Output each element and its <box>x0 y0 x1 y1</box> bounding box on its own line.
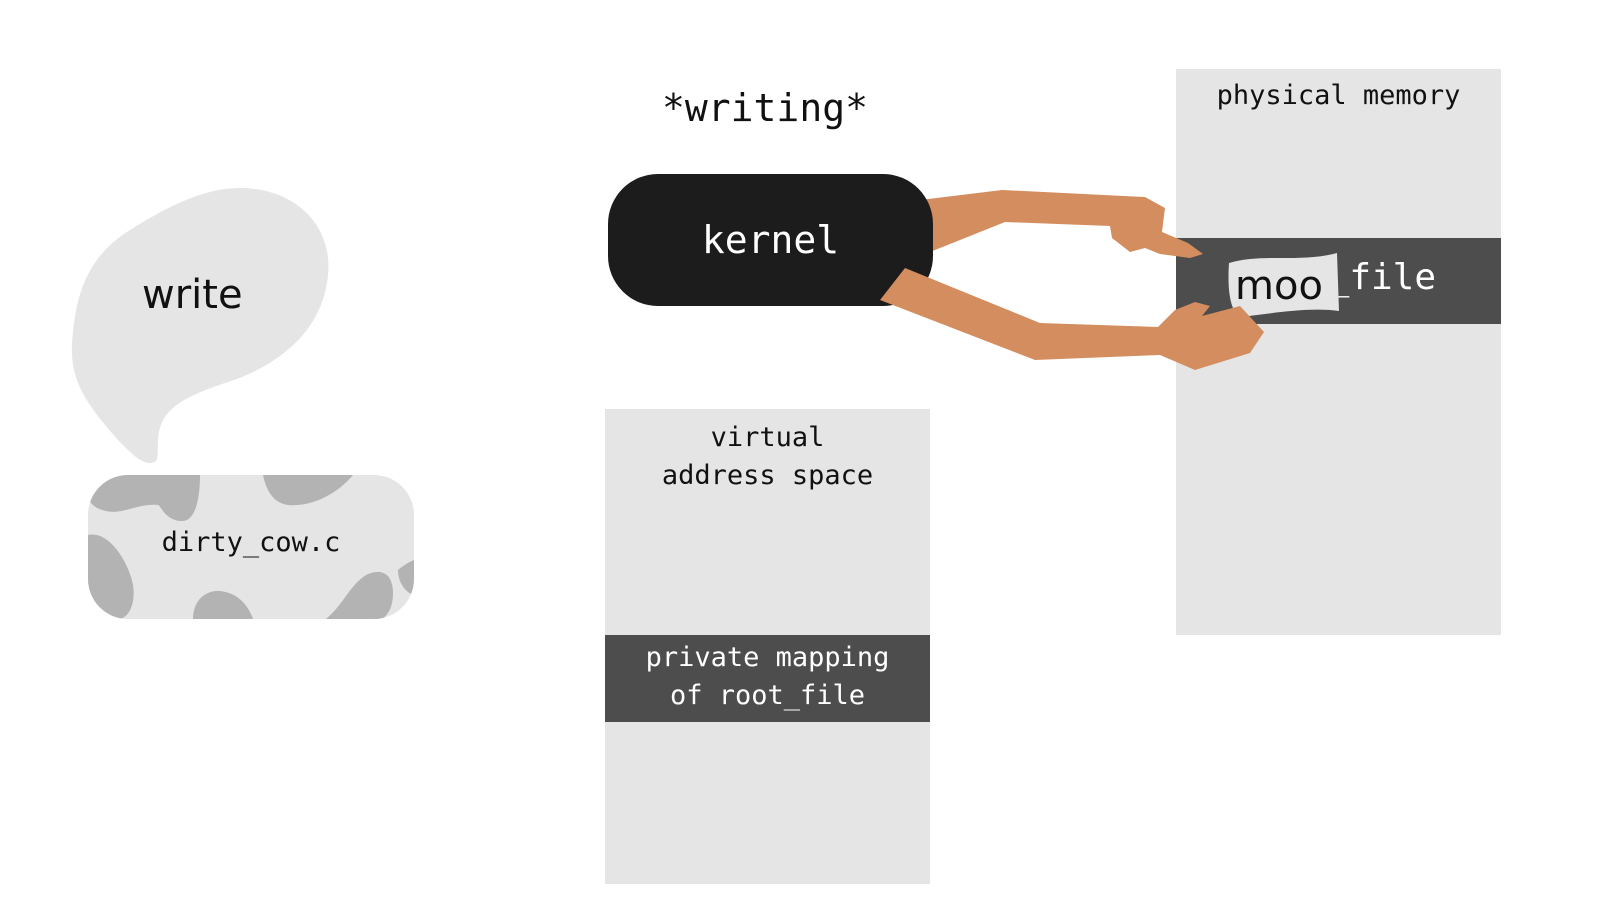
speech-bubble-text: write <box>142 272 243 318</box>
written-data-paper: moo <box>1219 253 1339 317</box>
narration-text: *writing* <box>662 86 868 130</box>
kernel-box: kernel <box>608 174 933 306</box>
source-file-label: dirty_cow.c <box>161 527 341 558</box>
cow-spots <box>88 475 414 619</box>
virtual-address-space-title: virtual address space <box>605 419 930 495</box>
physical-memory-title: physical memory <box>1216 80 1461 111</box>
written-data-text: moo <box>1235 263 1323 309</box>
source-file-dirty-cow: dirty_cow.c <box>88 475 414 619</box>
speech-bubble <box>71 188 329 463</box>
virtual-address-space-panel: virtual address space private mapping of… <box>605 409 930 884</box>
virtual-title-line1: virtual <box>710 422 825 453</box>
physical-memory-panel: physical memory root_file <box>1176 69 1501 635</box>
private-mapping-line2: of root_file <box>669 680 866 711</box>
private-mapping-line1: private mapping <box>645 642 890 673</box>
private-mapping-region: private mapping of root_file <box>605 635 930 722</box>
virtual-title-line2: address space <box>661 460 874 491</box>
upper-arm <box>920 190 1203 258</box>
